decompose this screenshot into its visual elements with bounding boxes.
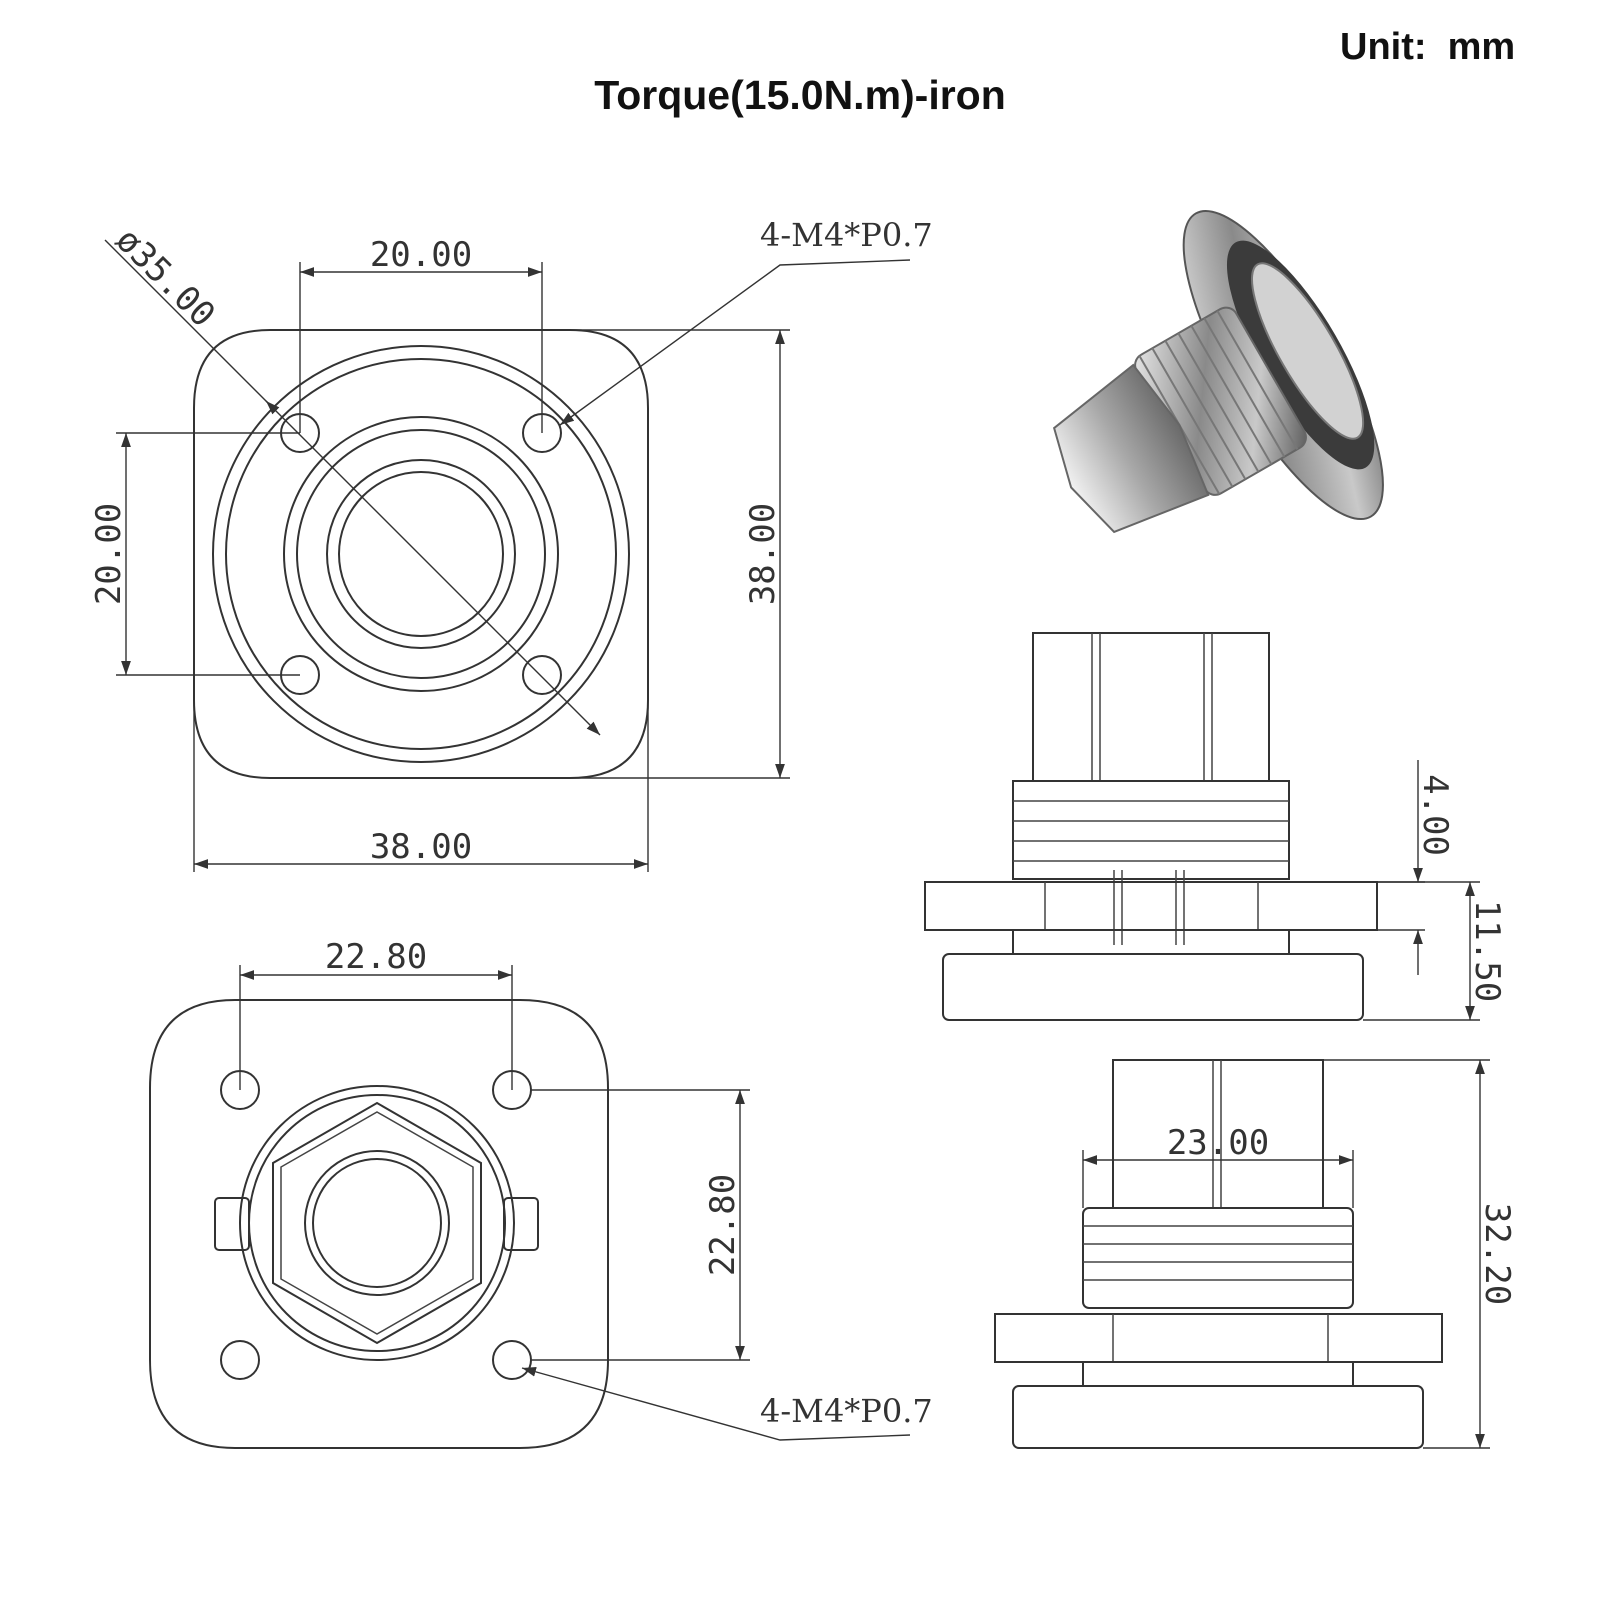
boss-inner-circle: [296, 429, 546, 679]
rear-thread-callout-label: 4-M4*P0.7: [760, 1392, 933, 1430]
rear-boss-inner: [248, 1094, 506, 1352]
flange-thickness-label: 4.00: [1415, 774, 1455, 856]
side-view-lower: 23.00 32.20: [994, 1059, 1517, 1449]
rear-mount-hole-bottom-left: [220, 1340, 260, 1380]
rear-bore-inner: [312, 1158, 442, 1288]
diameter-label: ø35.00: [108, 220, 223, 335]
photo-flange-bore: [1250, 262, 1365, 440]
unit-label: Unit: mm: [1340, 26, 1516, 68]
rear-boss-outer: [239, 1085, 515, 1361]
side-upper-thread: [1012, 780, 1290, 880]
flange-outer-circle: [212, 345, 630, 763]
base-height-label: 11.50: [1467, 900, 1507, 1002]
hole-spacing-v-label: 20.00: [89, 503, 129, 605]
overall-length-label: 32.20: [1477, 1203, 1517, 1305]
side-upper-base: [942, 953, 1364, 1021]
thread-callout-leader: [559, 259, 911, 426]
page-title: Torque(15.0N.m)-iron: [594, 72, 1006, 118]
side-view-upper: 4.00 11.50: [924, 632, 1507, 1021]
boss-outer-circle: [283, 416, 559, 692]
rear-tab-left: [214, 1197, 250, 1251]
thread-diameter-label: 23.00: [1167, 1123, 1269, 1163]
rear-bore-outer: [304, 1150, 450, 1296]
bore-inner-circle: [338, 471, 504, 637]
product-image: [1052, 209, 1384, 534]
overall-width-label: 38.00: [370, 827, 472, 867]
flange-inner-circle: [225, 358, 617, 750]
rear-flange-outline: [149, 999, 609, 1449]
rear-thread-callout-leader: [521, 1367, 911, 1441]
thread-callout-label: 4-M4*P0.7: [760, 216, 933, 254]
side-lower-thread: [1082, 1207, 1354, 1309]
bore-outer-circle: [326, 459, 516, 649]
side-lower-base: [1012, 1385, 1424, 1449]
diameter-leader-arrow: [265, 400, 280, 415]
side-lower-flange: [994, 1313, 1443, 1363]
diameter-leader-line: [104, 239, 601, 736]
rear-view: 22.80 22.80 4-M4*P0.7: [149, 937, 933, 1449]
overall-height-label: 38.00: [743, 503, 783, 605]
rear-hex-nut-outer: [272, 1101, 482, 1345]
side-upper-neck: [1012, 929, 1290, 955]
rear-mount-hole-bottom-right: [492, 1340, 532, 1380]
rear-hex-nut-inner: [280, 1111, 474, 1335]
front-view: ø35.00 20.00 20.00 38.00 38.00 4-M4*P0.7: [89, 216, 933, 872]
side-upper-flange: [924, 881, 1378, 931]
rear-tab-right: [503, 1197, 539, 1251]
rear-spacing-h-label: 22.80: [325, 937, 427, 977]
side-upper-hex: [1032, 632, 1270, 782]
hole-spacing-h-label: 20.00: [370, 235, 472, 275]
mount-hole-bottom-right: [522, 655, 562, 695]
rear-spacing-v-label: 22.80: [703, 1174, 743, 1276]
side-lower-neck: [1082, 1361, 1354, 1387]
photo-hex-nut: [1052, 363, 1210, 534]
